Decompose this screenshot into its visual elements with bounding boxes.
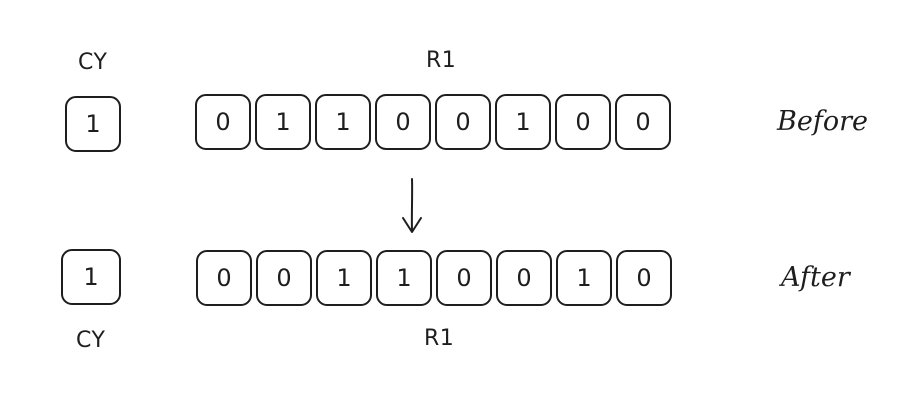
- before-bit-5: 1: [315, 94, 371, 150]
- before-bit-4: 0: [375, 94, 431, 150]
- after-bit-4: 1: [376, 250, 432, 306]
- after-cy-label: CY: [76, 328, 106, 353]
- after-bit-1: 1: [556, 250, 612, 306]
- before-bit-2: 1: [495, 94, 551, 150]
- before-label: Before: [777, 106, 868, 137]
- after-register-label: R1: [424, 326, 455, 351]
- arrow-down-icon: [402, 178, 422, 233]
- after-label: After: [781, 262, 850, 293]
- after-bit-7: 0: [196, 250, 252, 306]
- after-bit-5: 1: [316, 250, 372, 306]
- before-register: 0 1 1 0 0 1 0 0: [195, 94, 671, 150]
- after-bit-0: 0: [616, 250, 672, 306]
- after-cy-box: 1: [61, 249, 121, 305]
- before-bit-1: 0: [555, 94, 611, 150]
- before-cy-label: CY: [78, 50, 108, 75]
- before-cy-box: 1: [65, 96, 121, 152]
- after-bit-6: 0: [256, 250, 312, 306]
- before-bit-6: 1: [255, 94, 311, 150]
- before-bit-0: 0: [615, 94, 671, 150]
- after-bit-2: 0: [496, 250, 552, 306]
- after-register: 0 0 1 1 0 0 1 0: [196, 250, 672, 306]
- before-bit-7: 0: [195, 94, 251, 150]
- after-bit-3: 0: [436, 250, 492, 306]
- before-bit-3: 0: [435, 94, 491, 150]
- before-register-label: R1: [426, 48, 457, 73]
